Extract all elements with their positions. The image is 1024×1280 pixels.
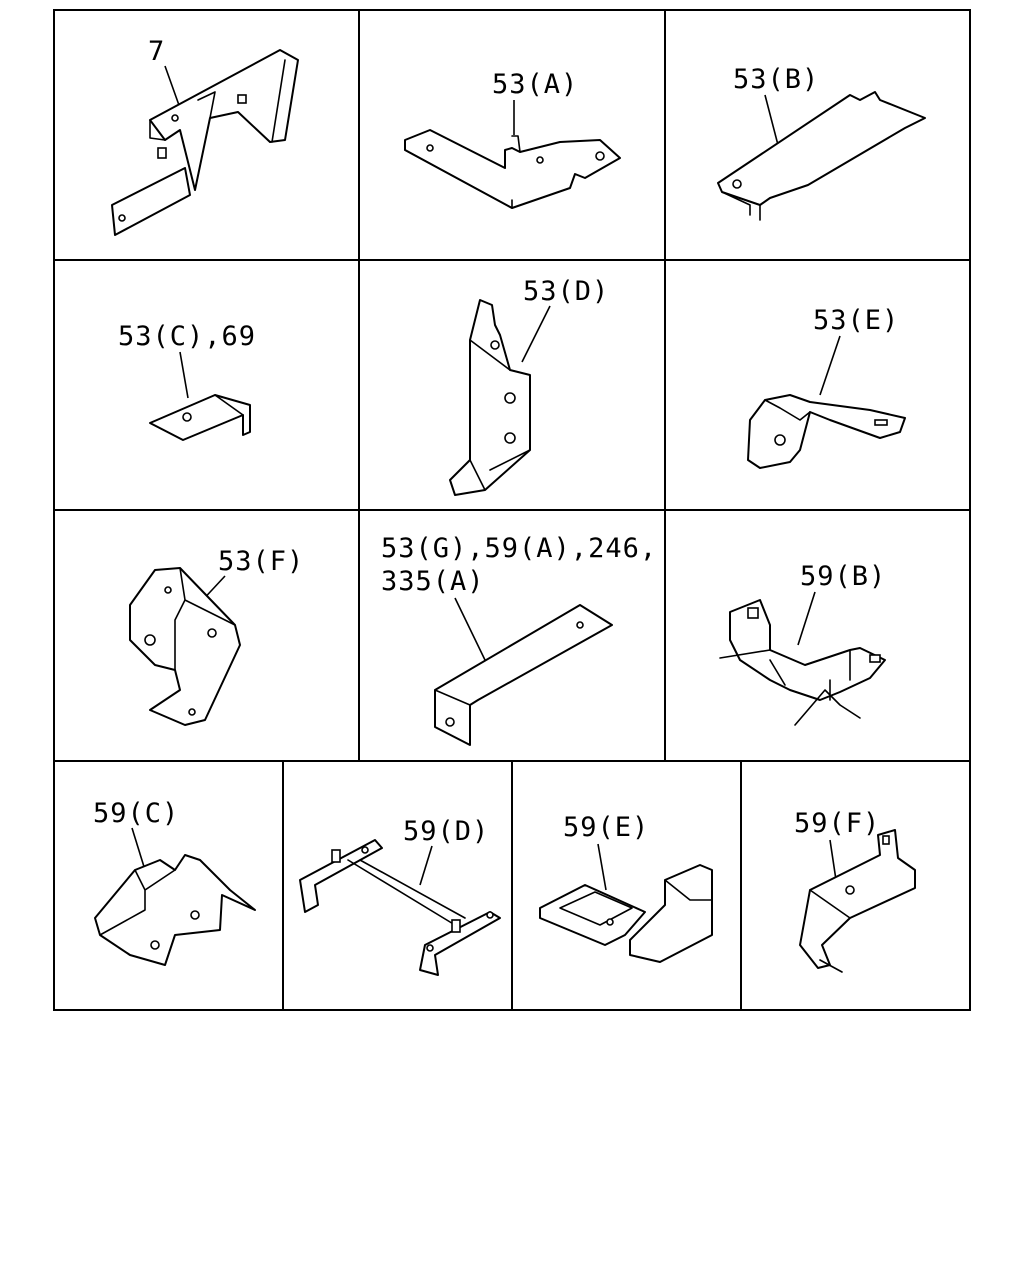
part-cell-59F[interactable]: 59(F) [794, 808, 916, 973]
grid-frame [53, 9, 971, 1011]
part-label-53C-69: 53(C),69 [118, 321, 256, 352]
part-label-335A: 335(A) [381, 566, 485, 597]
part-label-53G-59A-246: 53(G),59(A),246, [381, 533, 657, 564]
part-label-53B: 53(B) [733, 64, 819, 95]
part-53D-drawing [449, 299, 531, 496]
part-cell-53B[interactable]: 53(B) [717, 64, 926, 221]
part-label-53E: 53(E) [813, 305, 899, 336]
part-cell-53F[interactable]: 53(F) [129, 546, 304, 726]
part-label-59C: 59(C) [93, 798, 179, 829]
part-cell-53D[interactable]: 53(D) [449, 276, 609, 496]
part-label-53A: 53(A) [492, 69, 578, 100]
part-53E-drawing [747, 394, 906, 469]
part-53C-drawing [149, 394, 251, 441]
part-53F-drawing [129, 567, 241, 726]
part-label-53F: 53(F) [218, 546, 304, 577]
part-cell-59D[interactable]: 59(D) [299, 816, 501, 976]
part-label-53D: 53(D) [523, 276, 609, 307]
part-label-59F: 59(F) [794, 808, 880, 839]
part-cell-53G-59A-246-335A[interactable]: 53(G),59(A),246, 335(A) [381, 533, 657, 746]
part-7-drawing [111, 49, 299, 236]
part-cell-53C-69[interactable]: 53(C),69 [118, 321, 256, 441]
part-label-59E: 59(E) [563, 812, 649, 843]
part-59F-drawing [799, 829, 916, 973]
part-59E-drawing [539, 864, 713, 963]
part-59D-drawing [299, 839, 501, 976]
part-53G-drawing [434, 604, 613, 746]
part-cell-59C[interactable]: 59(C) [93, 798, 256, 966]
part-59C-drawing [94, 854, 256, 966]
part-label-59D: 59(D) [403, 816, 489, 847]
part-cell-53A[interactable]: 53(A) [404, 69, 621, 209]
part-59B-drawing [719, 599, 886, 726]
part-cell-53E[interactable]: 53(E) [747, 305, 906, 469]
part-cell-59B[interactable]: 59(B) [719, 561, 886, 726]
part-cell-7[interactable]: 7 [111, 36, 299, 236]
part-label-59B: 59(B) [800, 561, 886, 592]
part-53B-drawing [717, 91, 926, 221]
part-53A-drawing [404, 129, 621, 209]
part-cell-59E[interactable]: 59(E) [539, 812, 713, 963]
part-label-7: 7 [148, 36, 165, 67]
